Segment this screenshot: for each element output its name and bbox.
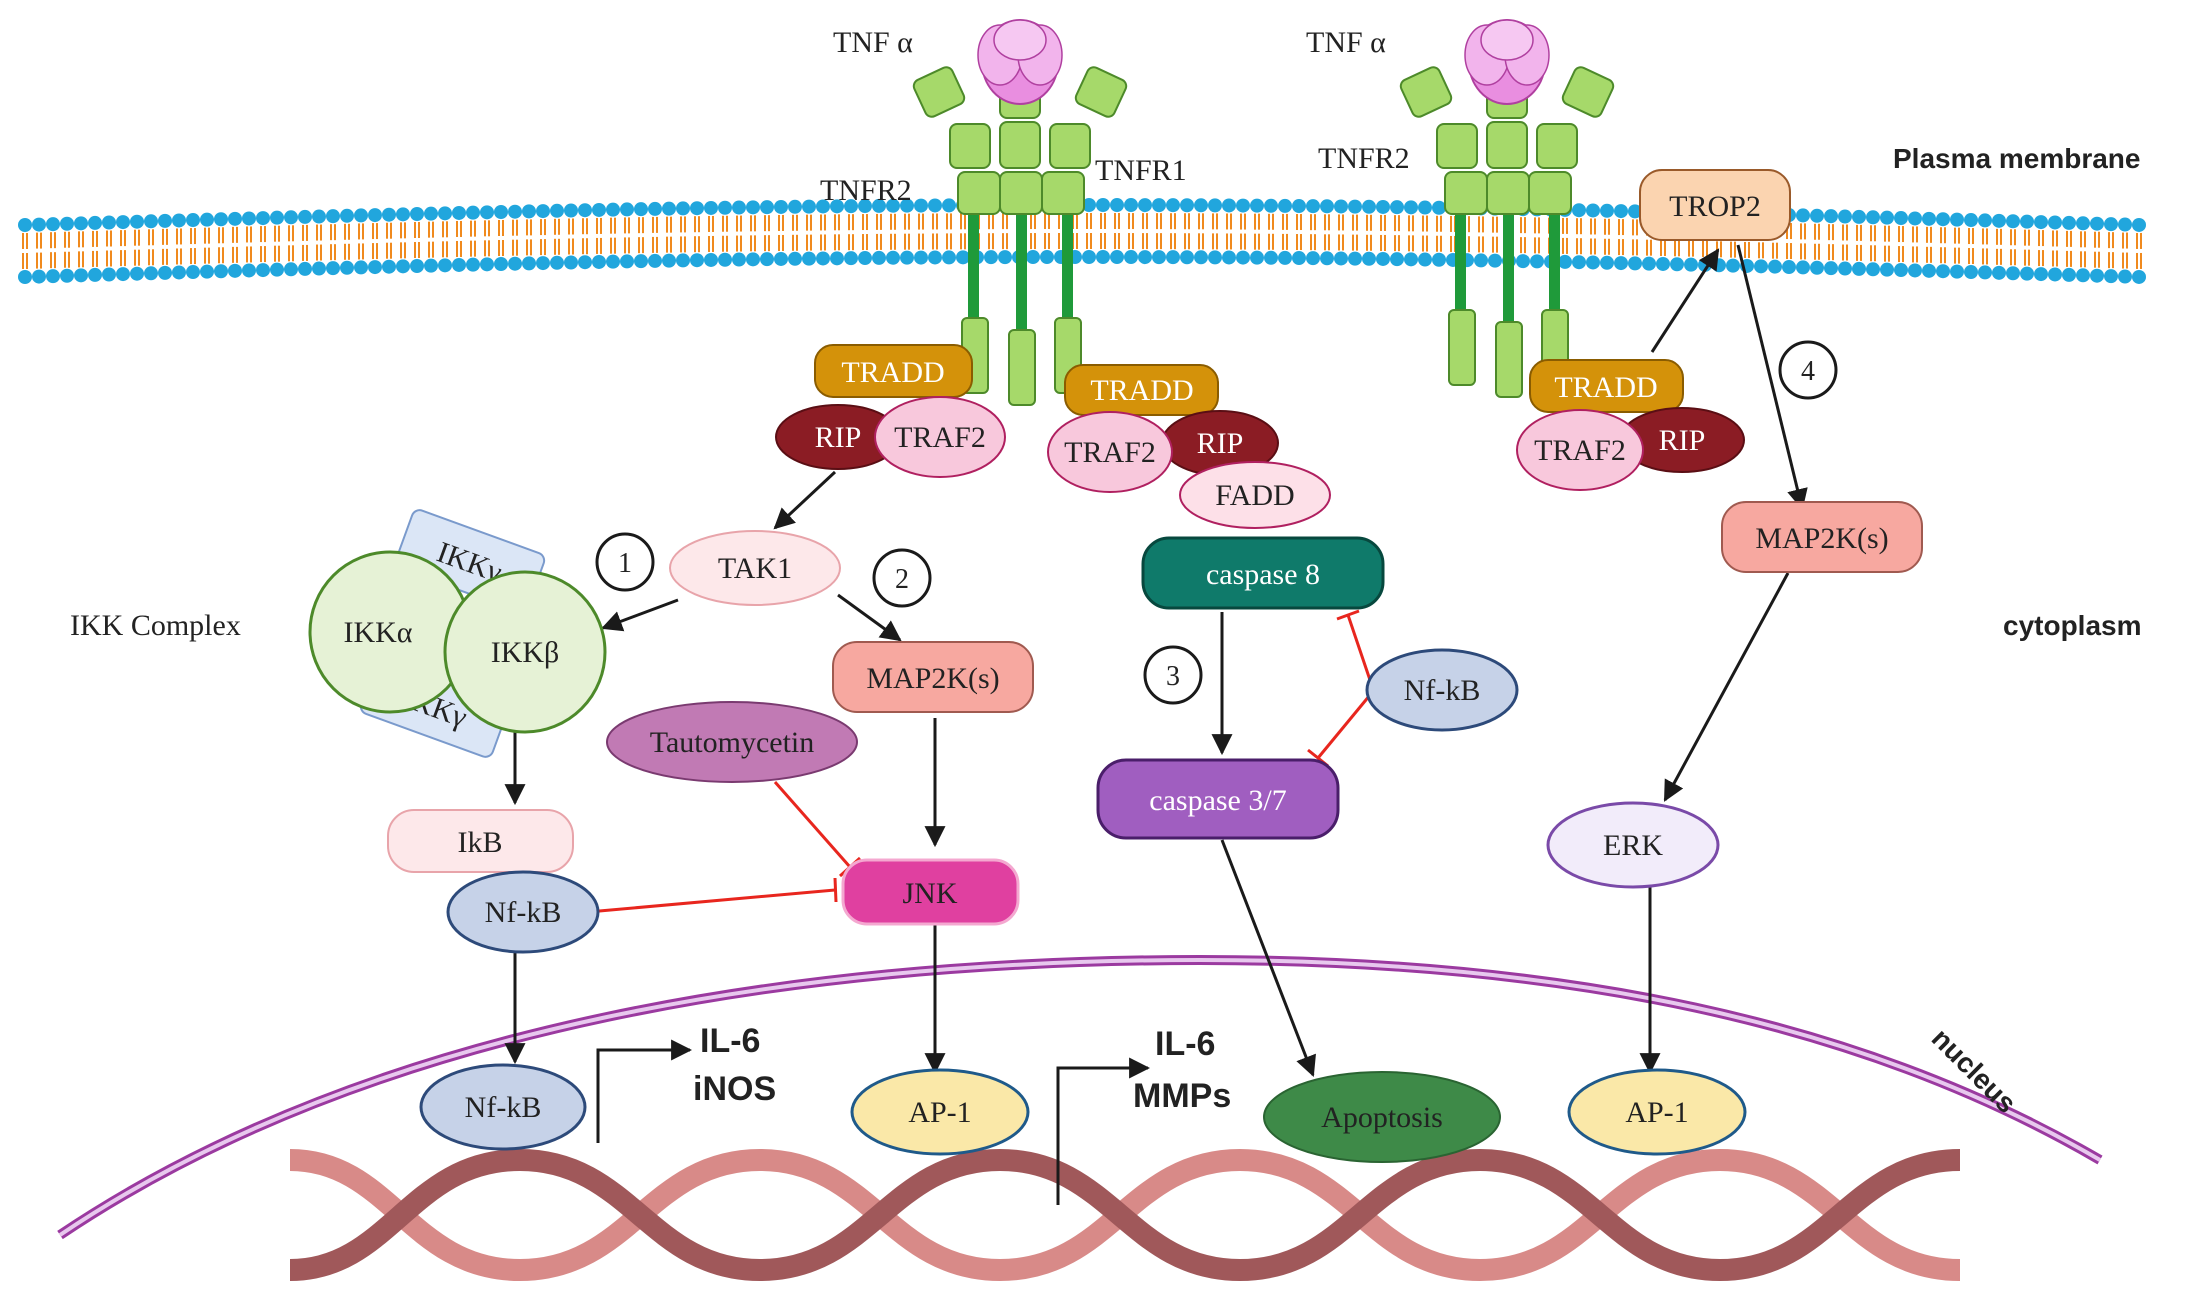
node-nfkb-nucleus-shape [419, 1063, 587, 1151]
node-traf2-right: TRAF2 [1534, 434, 1626, 467]
node-map2k-left-shape [832, 641, 1034, 713]
output-il6-right: IL-6 [1155, 1025, 1215, 1063]
node-traf2-left: TRAF2 [894, 421, 986, 454]
node-tradd-right: TRADD [1554, 371, 1657, 404]
node-ikb-shape [387, 809, 574, 873]
node-tradd-left: TRADD [841, 356, 944, 389]
node-jnk-shape [841, 858, 1020, 926]
node-caspase37-shape [1096, 758, 1340, 840]
node-nfkb-cytoplasm-shape [446, 870, 600, 954]
node-trop2: TROP2 [1669, 190, 1761, 223]
node-caspase37: caspase 3/7 [1149, 784, 1286, 817]
node-nfkb-center-shape [1365, 648, 1519, 732]
node-jnk: JNK [902, 877, 957, 910]
arrow-transcription-left [596, 1039, 693, 1143]
adaptor-complex-center: TRADD RIP TRAF2 FADD [1047, 364, 1331, 529]
arrow-transcription-right [1056, 1057, 1151, 1205]
label-tnf-alpha-right: TNF α [1306, 26, 1386, 59]
node-tradd-center: TRADD [1090, 374, 1193, 407]
label-plasma-membrane: Plasma membrane [1893, 143, 2140, 174]
receptor-complex-left [912, 19, 1128, 406]
node-tautomycetin: Tautomycetin [650, 726, 815, 759]
inhibit-nfkb-casp8 [1346, 614, 1372, 681]
label-cytoplasm: cytoplasm [2003, 610, 2142, 641]
step-markers: 1 2 3 4 [595, 340, 1838, 705]
inhibit-tautomycetin-jnk [773, 781, 852, 868]
node-rip-right: RIP [1659, 424, 1706, 457]
node-nfkb-center: Nf-kB [1404, 674, 1481, 707]
step-3: 3 [1166, 661, 1180, 692]
inhibit-nfkb-casp37 [1316, 694, 1372, 759]
node-apoptosis-shape [1263, 1071, 1501, 1163]
nuclear-envelope [57, 954, 2103, 1240]
step-4: 4 [1801, 356, 1815, 387]
node-map2k-left: MAP2K(s) [866, 662, 999, 695]
step-1: 1 [618, 548, 632, 579]
node-ikk-beta: IKKβ [491, 636, 560, 669]
node-tak1: TAK1 [718, 552, 792, 585]
dna-helix [289, 1148, 1961, 1282]
node-erk-shape [1546, 801, 1720, 889]
output-mmps: MMPs [1133, 1077, 1231, 1115]
node-traf2-center: TRAF2 [1064, 436, 1156, 469]
node-ap1-right-shape [1567, 1068, 1747, 1156]
node-rip-center: RIP [1197, 427, 1244, 460]
node-rip-left: RIP [815, 421, 862, 454]
arrow-trop2-map2k [1736, 244, 1808, 511]
step-2: 2 [895, 564, 909, 595]
arrow-tradd-trop2 [1650, 248, 1720, 353]
label-nucleus: nucleus [1926, 1022, 2023, 1119]
label-tnf-alpha-left: TNF α [833, 26, 913, 59]
plasma-membrane [18, 198, 2146, 284]
arrow-casp37-apoptosis [1220, 839, 1316, 1077]
arrows [504, 244, 1808, 1205]
inhibit-nfkb-jnk [587, 888, 836, 914]
arrow-map2k-erk [1663, 572, 1790, 802]
node-ap1-left-shape [850, 1068, 1030, 1156]
adaptor-complex-left: TRADD RIP TRAF2 [775, 344, 1006, 478]
node-trop2-shape [1639, 169, 1791, 241]
node-erk: ERK [1603, 829, 1663, 862]
output-il6-left: IL-6 [700, 1022, 760, 1060]
node-map2k-right-shape [1721, 501, 1923, 573]
arrow-tak1-ikk [601, 598, 679, 632]
label-tnfr2-left: TNFR2 [820, 174, 912, 207]
arrow-rip-tak1 [773, 470, 837, 530]
node-fadd: FADD [1215, 479, 1294, 512]
inhibitions [587, 609, 1372, 914]
node-tautomycetin-shape [606, 701, 858, 783]
label-tnfr2-right: TNFR2 [1318, 142, 1410, 175]
node-tak1-shape [669, 530, 841, 606]
node-nfkb-cytoplasm: Nf-kB [485, 896, 562, 929]
label-ikk-complex: IKK Complex [70, 609, 241, 642]
label-tnfr1: TNFR1 [1095, 154, 1187, 187]
ikk-complex: IKKγ IKKγ IKKα IKKβ [308, 509, 607, 758]
node-ikk-alpha: IKKα [343, 616, 412, 649]
adaptor-complex-right: TRADD RIP TRAF2 [1516, 359, 1745, 491]
node-ap1-right: AP-1 [1625, 1096, 1688, 1129]
node-map2k-right: MAP2K(s) [1755, 522, 1888, 555]
node-nfkb-nucleus: Nf-kB [465, 1091, 542, 1124]
node-caspase8-shape [1141, 536, 1385, 610]
node-apoptosis: Apoptosis [1321, 1101, 1443, 1134]
output-inos: iNOS [693, 1070, 776, 1108]
node-ap1-left: AP-1 [908, 1096, 971, 1129]
arrow-tak1-map2k [837, 593, 902, 642]
node-ikb: IkB [458, 826, 503, 859]
node-caspase8: caspase 8 [1206, 558, 1320, 591]
